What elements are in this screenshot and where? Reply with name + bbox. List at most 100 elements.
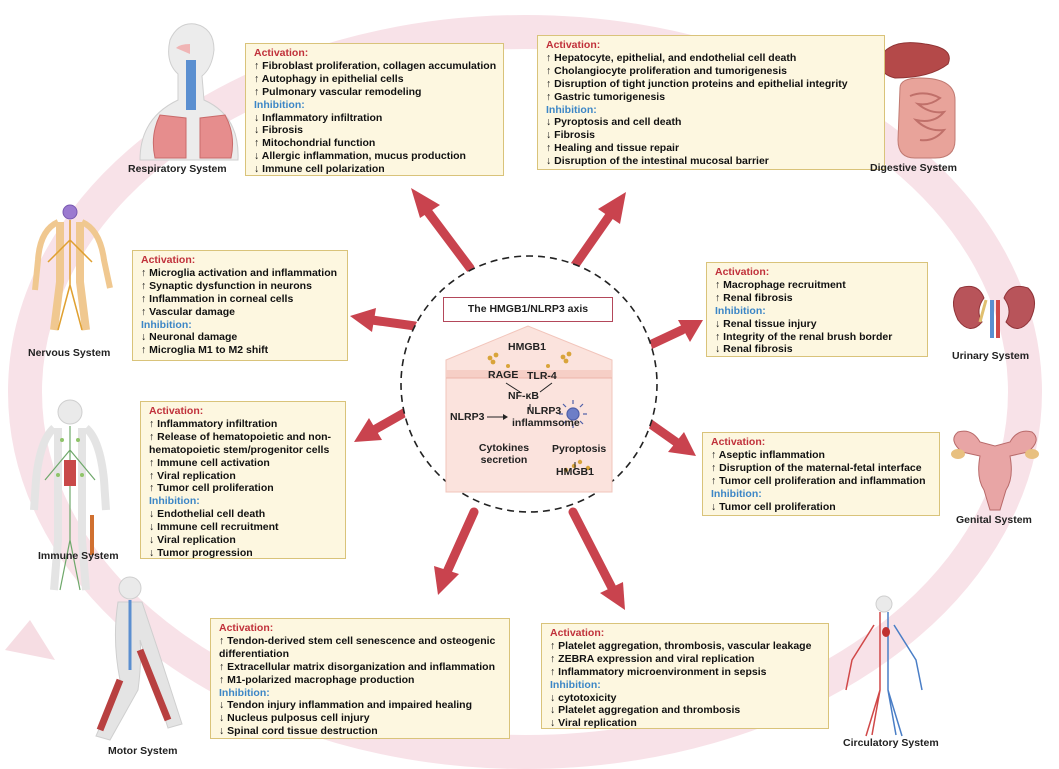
activation-item: ↑ ZEBRA expression and viral replication [550,652,755,665]
inhibition-item: ↓ Immune cell recruitment [149,521,279,534]
inhibition-heading: Inhibition: [715,304,766,317]
inhibition-heading: Inhibition: [254,98,305,111]
nervous-figure-icon [32,204,113,331]
liver-intestine-icon [879,42,956,159]
activation-item: ↑ M1-polarized macrophage production [219,673,415,686]
inhibition-item: ↓ Fibrosis [546,129,596,142]
activation-heading: Activation: [254,47,309,59]
activation-item: ↑ Immune cell activation [149,456,270,469]
activation-item: ↑ Renal fibrosis [715,291,793,304]
pathway-cytokines-line1: Cytokines [478,442,530,454]
nervous-system-label: Nervous System [28,347,111,359]
circulatory-system-box: Activation:↑ Platelet aggregation, throm… [541,623,829,729]
arrow-motor [434,507,479,595]
inhibition-heading: Inhibition: [219,686,270,699]
digestive-system-box: Activation:↑ Hepatocyte, epithelial, and… [537,35,885,170]
inhibition-item: ↑ Healing and tissue repair [546,142,680,155]
urinary-system-label: Urinary System [952,350,1030,362]
pathway-rage: RAGE [488,369,519,381]
immune-system-box: Activation:↑ Inflammatory infiltration↑ … [140,401,346,559]
inhibition-item: ↓ Nucleus pulposus cell injury [219,712,370,725]
pathway-cell [445,325,613,493]
activation-item: ↑ Macrophage recruitment [715,278,846,291]
inhibition-item: ↓ Neuronal damage [141,331,238,344]
inhibition-item: ↓ Allergic inflammation, mucus productio… [254,150,466,163]
inhibition-heading: Inhibition: [550,678,601,691]
activation-heading: Activation: [711,436,766,448]
cell-icon [559,400,587,428]
muscular-leg-figure-icon [95,576,183,741]
background-ring [5,15,1042,769]
activation-item: ↑ Disruption of tight junction proteins … [546,77,848,90]
activation-item: ↑ Autophagy in epithelial cells [254,72,404,85]
activation-item: ↑ Extracellular matrix disorganization a… [219,660,495,673]
inhibition-heading: Inhibition: [711,487,762,500]
pathway-inflammasome: NLRP3 inflammsome [512,405,580,429]
activation-item: ↑ Cholangiocyte proliferation and tumori… [546,64,787,77]
arrow-nervous [350,308,420,332]
inhibition-item: ↓ Platelet aggregation and thrombosis [550,704,741,717]
activation-item: ↑ Fibroblast proliferation, collagen acc… [254,59,497,72]
inhibition-item: ↑ Microglia M1 to M2 shift [141,344,269,357]
activation-item: ↑ Inflammatory microenvironment in sepsi… [550,665,767,678]
inhibition-item: ↓ Renal fibrosis [715,343,793,356]
activation-item: ↑ Viral replication [149,469,236,482]
activation-item: ↑ Inflammation in corneal cells [141,292,294,305]
inhibition-item: ↑ Mitochondrial function [254,137,376,150]
nervous-system-box: Activation:↑ Microglia activation and in… [132,250,348,361]
arrow-respiratory [411,188,475,273]
pathway-cytokines-line2: secretion [480,454,528,466]
activation-item: ↑ Pulmonary vascular remodeling [254,85,422,98]
activation-item: ↑ Vascular damage [141,305,235,318]
activation-item: ↑ Tumor cell proliferation [149,482,274,495]
inhibition-item: ↓ Fibrosis [254,124,304,137]
immune-figure-icon [30,399,110,591]
activation-item: ↑ Aseptic inflammation [711,448,825,461]
vascular-figure-icon [845,595,923,737]
inhibition-item: ↓ Disruption of the intestinal mucosal b… [546,155,769,168]
inhibition-item: ↓ Tendon injury inflammation and impaire… [219,699,472,712]
axis-title: The HMGB1/NLRP3 axis [443,297,613,322]
respiratory-system-box: Activation:↑ Fibroblast proliferation, c… [245,43,504,176]
inhibition-item: ↓ Tumor progression [149,546,253,559]
activation-item: ↑ Disruption of the maternal-fetal inter… [711,461,922,474]
pathway-pyroptosis: Pyroptosis [552,443,607,455]
inhibition-item: ↓ Endothelial cell death [149,508,266,521]
digestive-system-label: Digestive System [870,162,957,174]
activation-item: ↑ Tendon-derived stem cell senescence an… [219,634,496,660]
activation-item: ↑ Inflammatory infiltration [149,417,278,430]
activation-item: ↑ Microglia activation and inflammation [141,266,338,279]
inhibition-item: ↓ Immune cell polarization [254,163,385,176]
inhibition-item: ↓ Spinal cord tissue destruction [219,725,378,738]
activation-item: ↑ Release of hematopoietic and non-hemat… [149,430,332,456]
activation-item: ↑ Synaptic dysfunction in neurons [141,279,312,292]
inhibition-heading: Inhibition: [149,495,200,508]
activation-heading: Activation: [550,627,605,639]
inhibition-item: ↓ Inflammatory infiltration [254,111,383,124]
motor-system-label: Motor System [108,745,178,757]
inhibition-item: ↓ Viral replication [149,534,236,547]
inhibition-item: ↓ Pyroptosis and cell death [546,116,682,129]
pathway-inflammasome-line2: inflammsome [512,417,580,429]
uterus-icon [951,430,1039,511]
inhibition-item: ↓ Tumor cell proliferation [711,500,836,513]
arrow-urinary [645,320,703,350]
activation-heading: Activation: [141,254,196,266]
genital-system-box: Activation:↑ Aseptic inflammation↑ Disru… [702,432,940,516]
activation-heading: Activation: [715,266,770,278]
inhibition-heading: Inhibition: [141,318,192,331]
pathway-nlrp3: NLRP3 [450,411,485,423]
kidneys-icon [953,285,1035,338]
activation-item: ↑ Hepatocyte, epithelial, and endothelia… [546,51,797,64]
circulatory-system-label: Circulatory System [843,737,939,749]
pathway-cytokines: Cytokines secretion [472,442,536,466]
genital-system-label: Genital System [956,514,1032,526]
respiratory-figure-icon [139,23,239,161]
arrow-circulatory [568,507,625,610]
pathway-nfkb: NF-κB [508,390,539,402]
motor-system-box: Activation:↑ Tendon-derived stem cell se… [210,618,510,739]
pathway-tlr4: TLR-4 [527,370,557,382]
inhibition-heading: Inhibition: [546,103,597,116]
